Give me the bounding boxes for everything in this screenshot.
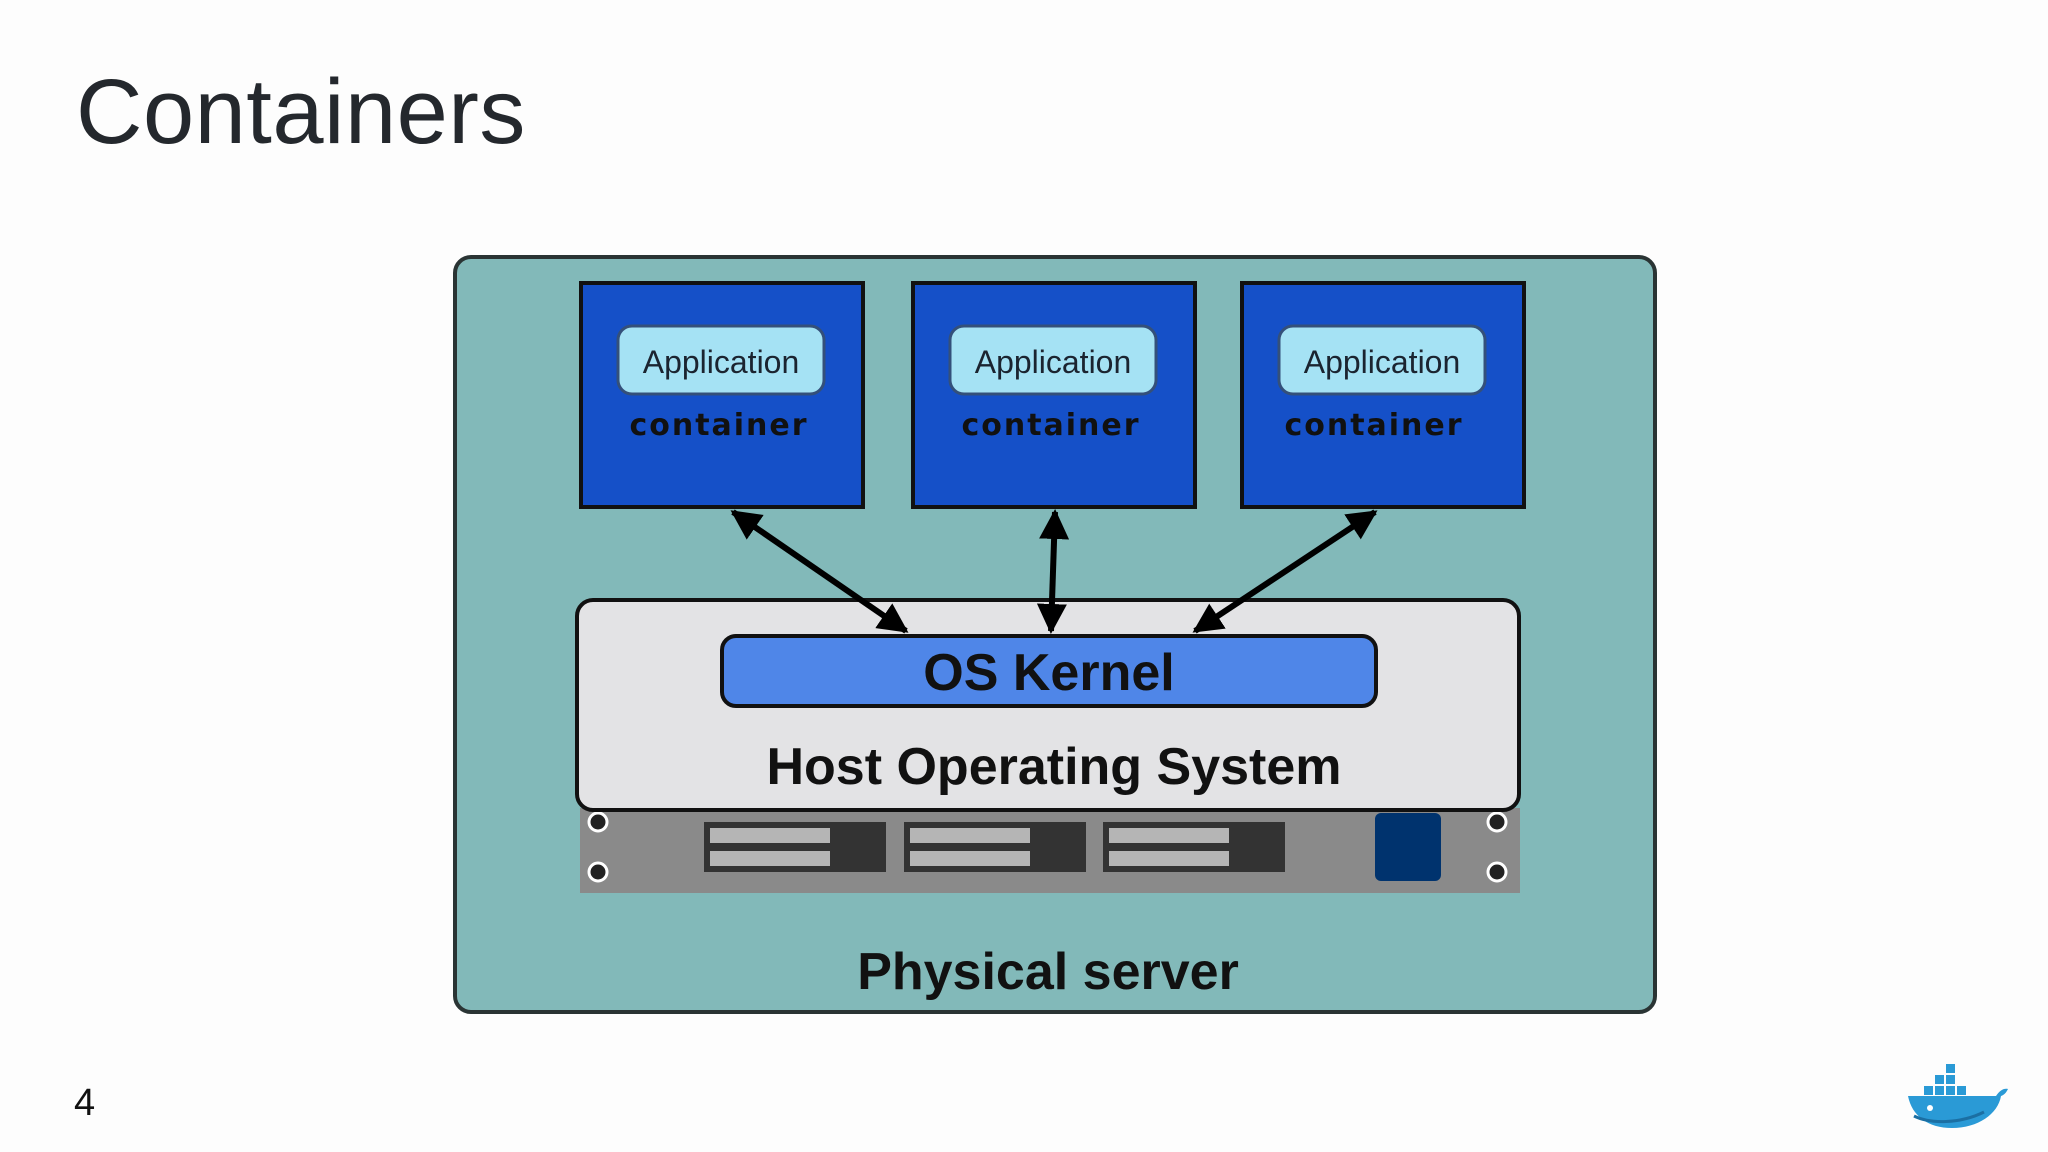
application-label: Application <box>1304 344 1461 380</box>
container-label: container <box>629 408 808 443</box>
page-number: 4 <box>74 1082 96 1124</box>
application-pill <box>616 324 826 396</box>
rack-screw <box>587 811 609 833</box>
connector-arrow <box>1192 509 1378 634</box>
drive-bay <box>1103 822 1285 872</box>
application-pill <box>1277 324 1487 396</box>
application-label: Application <box>643 344 800 380</box>
rack-screw <box>1486 861 1508 883</box>
host-os-label: Host Operating System <box>766 738 1341 796</box>
container-box: Application container <box>579 281 865 509</box>
drive-bay <box>704 822 886 872</box>
container-box: Application container <box>1240 281 1526 509</box>
application-pill <box>948 324 1158 396</box>
connector-arrow <box>1036 509 1070 634</box>
rack-screw <box>587 861 609 883</box>
container-label: container <box>1284 408 1463 443</box>
container-label: container <box>961 408 1140 443</box>
rack-power-button <box>1375 813 1441 881</box>
drive-bay <box>904 822 1086 872</box>
os-kernel-bar <box>720 634 1378 708</box>
os-kernel-label: OS Kernel <box>923 644 1174 702</box>
rack-screw <box>1486 811 1508 833</box>
docker-whale-icon <box>1908 1064 2008 1128</box>
slide-title: Containers <box>76 61 526 163</box>
physical-server-label: Physical server <box>857 943 1239 1001</box>
application-label: Application <box>975 344 1132 380</box>
container-box: Application container <box>911 281 1197 509</box>
connector-arrow <box>730 509 909 634</box>
server-rack <box>580 808 1520 893</box>
